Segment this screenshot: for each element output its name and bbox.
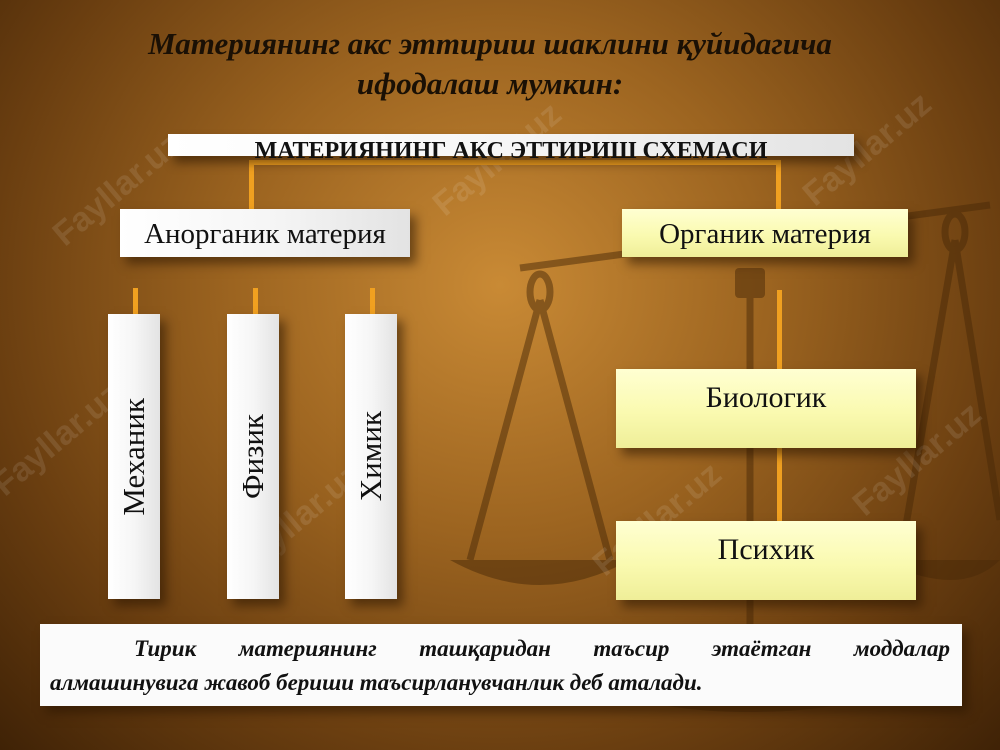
- physical-label: Физик: [235, 414, 270, 499]
- psychic-box: Психик: [616, 521, 916, 600]
- chemical-box: Химик: [345, 314, 397, 599]
- connector-organic-biologic: [777, 290, 782, 372]
- mechanic-label: Механик: [116, 397, 151, 516]
- organic-matter-box: Органик материя: [622, 209, 908, 257]
- connector-physical: [253, 288, 258, 314]
- connector-to-inorganic: [249, 160, 254, 224]
- connector-chemical: [370, 288, 375, 314]
- schema-title: МАТЕРИЯНИНГ АКС ЭТТИРИШ СХЕМАСИ: [168, 134, 854, 164]
- definition-note: Тирик материянинг ташқаридан таъсир этаё…: [40, 624, 962, 706]
- note-line-1: Тирик материянинг ташқаридан таъсир этаё…: [134, 636, 950, 661]
- psychic-label: Психик: [717, 533, 815, 566]
- connector-mechanic: [133, 288, 138, 314]
- chemical-label: Химик: [353, 411, 388, 502]
- inorganic-matter-box: Анорганик материя: [120, 209, 410, 257]
- connector-title-bar: [250, 160, 781, 165]
- heading-line-2: ифодалаш мумкин:: [356, 66, 624, 101]
- heading-line-1: Материянинг акс эттириш шаклини қуйидаги…: [148, 26, 832, 61]
- connector-to-organic: [776, 160, 781, 224]
- mechanic-box: Механик: [108, 314, 160, 599]
- slide-heading: Материянинг акс эттириш шаклини қуйидаги…: [60, 24, 920, 104]
- physical-box: Физик: [227, 314, 279, 599]
- note-line-2: алмашинувига жавоб бериши таъсирланувчан…: [50, 670, 703, 695]
- biologic-box: Биологик: [616, 369, 916, 448]
- biologic-label: Биологик: [705, 381, 827, 414]
- connector-biologic-psychic: [777, 448, 782, 524]
